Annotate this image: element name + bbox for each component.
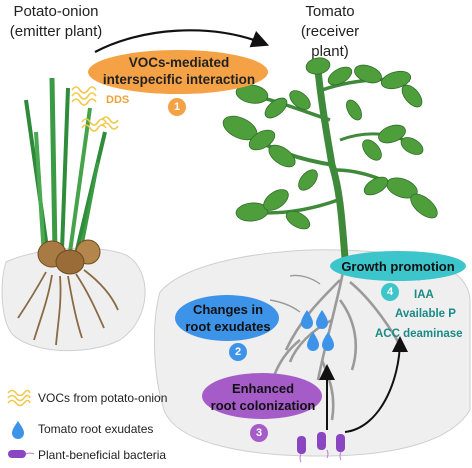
legend-droplet-icon — [12, 421, 24, 439]
legend-voc-label: VOCs from potato-onion — [38, 391, 168, 405]
colonization-number: 3 — [250, 424, 268, 442]
droplet-icon — [301, 310, 334, 351]
exudates-line2: root exudates — [185, 319, 271, 334]
interaction-bubble — [88, 50, 268, 94]
growth-factor-acc-deaminase: ACC deaminase — [375, 328, 463, 340]
receiver-role: (receiver plant) — [300, 23, 360, 60]
legend-droplet-label: Tomato root exudates — [38, 422, 154, 436]
exudates-text: Changes in root exudates — [178, 301, 278, 335]
emitter-label: Potato-onion (emitter plant) — [0, 2, 112, 42]
colonization-text: Enhanced root colonization — [204, 380, 322, 414]
growth-text: Growth promotion — [341, 259, 455, 274]
emitter-role: (emitter plant) — [9, 23, 103, 40]
exudates-number: 2 — [229, 343, 247, 361]
interaction-text: VOCs-mediated interspecific interaction — [98, 54, 260, 88]
dds-label: DDS — [106, 94, 130, 106]
interaction-number: 1 — [168, 98, 186, 116]
colonization-bubble — [202, 373, 322, 419]
interaction-arrow — [94, 29, 270, 53]
voc-wave-icon — [71, 86, 119, 132]
legend-bacteria-icon — [8, 450, 35, 458]
tomato-plant — [222, 57, 438, 421]
legend-voc-icon — [7, 389, 31, 407]
interaction-line2: interspecific interaction — [102, 72, 256, 87]
interaction-line1: VOCs-mediated — [128, 55, 230, 70]
exudates-line1: Changes in — [192, 302, 264, 317]
receiver-label: Tomato (receiver plant) — [280, 2, 380, 62]
growth-arrow — [344, 336, 408, 433]
emitter-name: Potato-onion — [13, 3, 99, 20]
growth-factor-available-p: Available P — [395, 308, 456, 320]
bacteria-icon — [297, 432, 345, 463]
receiver-name: Tomato — [305, 3, 355, 20]
colonization-line1: Enhanced — [231, 381, 295, 396]
legend-bacteria-label: Plant-beneficial bacteria — [38, 448, 167, 462]
colonization-line2: root colonization — [210, 398, 316, 413]
growth-bubble — [330, 251, 466, 281]
potato-onion-plant — [17, 77, 119, 346]
receiver-soil — [153, 249, 471, 457]
exudates-bubble — [175, 295, 279, 341]
growth-factor-iaa: IAA — [414, 289, 434, 301]
growth-number: 4 — [381, 283, 399, 301]
